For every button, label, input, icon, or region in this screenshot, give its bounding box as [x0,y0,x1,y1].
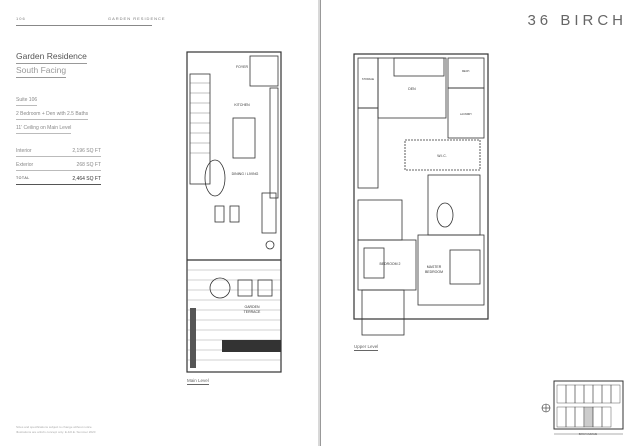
planter-icon [222,340,281,352]
room-label: STORAGE [362,78,375,81]
disclaimer: Sizes and specifications subject to chan… [16,425,96,434]
walk-in-closet [404,139,481,171]
bed-icon [449,249,481,285]
room-label: GARDEN [245,305,260,309]
ensuite-bath [427,174,481,236]
room-label: BEDROOM 2 [379,262,400,266]
room-label: KITCHEN [234,103,250,107]
page-divider [320,0,321,446]
main-level-plan: FOYER KITCHEN DINING / LIVING GARDEN TER… [186,51,282,373]
main-level-label: Main Level [187,378,209,385]
area-value: 2,464 SQ FT [72,176,101,182]
lamp-icon [265,240,275,250]
room-label: BEDROOM [425,270,443,274]
area-interior: Interior 2,196 SQ FT [16,148,101,157]
unit-layout: 2 Bedroom + Den with 2.5 Baths [16,111,89,120]
kitchen-counter [269,87,279,199]
room-label: TERRACE [244,310,261,314]
area-value: 268 SQ FT [76,162,101,168]
room-label: DINING / LIVING [232,172,259,176]
dining-table-icon [204,159,226,197]
bed-icon [363,247,385,279]
key-plan: BIRCH AVENUE [541,380,624,436]
bathroom [357,199,403,241]
highlighted-unit [583,406,594,428]
room-label: LAUNDRY [460,113,472,116]
stair-icon [357,107,379,189]
unit-suite: Suite 106 [16,97,38,106]
mech-room [447,57,485,89]
chair-icon [214,205,225,223]
balcony [361,289,405,336]
chair-icon [229,205,240,223]
sofa-icon [261,192,277,234]
room-label: MECH. [462,70,470,73]
header-rule [16,25,152,26]
room-label: MASTER [427,265,442,269]
unit-orientation: South Facing [16,65,67,78]
room-label: W.I.C. [437,154,447,158]
upper-level-plan: DEN STORAGE MECH. LAUNDRY W.I.C. BEDROOM… [353,53,489,336]
room-label: FOYER [236,65,249,69]
laundry-room [447,87,485,139]
area-label: Interior [16,148,32,154]
sectional-sofa-icon [393,57,445,77]
storage-room [357,57,379,109]
section-title: GARDEN RESIDENCE [108,16,166,21]
bathtub-icon [436,202,454,228]
brand-logo: 36 BIRCH [527,12,627,29]
kitchen-island [232,117,256,159]
area-label: Exterior [16,162,34,168]
area-label: TOTAL [16,176,30,180]
street-label: BIRCH AVENUE [579,433,598,436]
unit-ceiling: 11' Ceiling on Main Level [16,125,72,134]
master-bedroom [417,234,485,306]
upper-level-label: Upper Level [354,344,379,351]
area-total: TOTAL 2,464 SQ FT [16,176,101,185]
page-number: 106 [16,16,26,21]
area-value: 2,196 SQ FT [72,148,101,154]
room-label: DEN [408,87,416,91]
area-exterior: Exterior 268 SQ FT [16,162,101,171]
patio-table-icon [209,277,231,299]
stair-icon [189,73,211,185]
page-spine [318,0,320,446]
unit-name: Garden Residence [16,51,87,64]
powder-room [249,55,279,87]
